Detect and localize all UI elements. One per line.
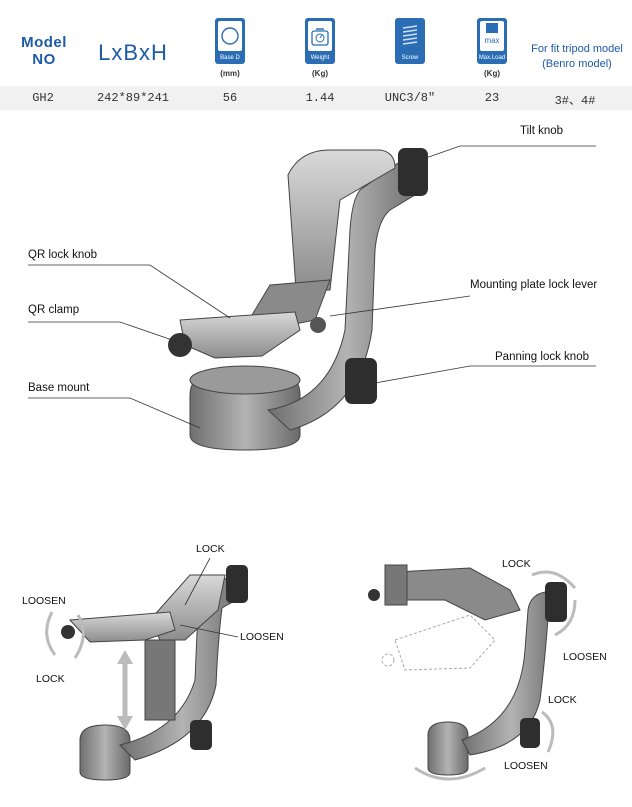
value-max-load: 23: [484, 91, 500, 105]
base-diameter-icon: Base D: [215, 18, 245, 64]
right-loosen-bottom: LOOSEN: [504, 760, 548, 772]
base-d-header: Base D (mm): [200, 18, 260, 78]
label-qr-lock-knob: QR lock knob: [28, 249, 98, 261]
weight-scale-icon: Weight: [305, 18, 335, 64]
fit-line2: (Benro model): [542, 58, 612, 70]
value-model: GH2: [32, 91, 54, 105]
mounting-lever-icon: [310, 317, 326, 333]
left-tilt-knob-icon: [226, 565, 248, 603]
maxload-unit: (Kg): [484, 69, 500, 78]
left-pan-knob-icon: [190, 720, 212, 750]
right-loosen-mid: LOOSEN: [563, 651, 607, 663]
tripod-fit-header: For fit tripod model (Benro model): [522, 42, 632, 72]
screw-caption: Screw: [401, 55, 419, 61]
left-lock-top: LOCK: [196, 543, 225, 555]
max-load-icon: max Max.Load: [477, 18, 507, 64]
left-lock-left: LOCK: [36, 673, 65, 685]
left-operation-diagram: [45, 557, 248, 781]
label-base-mount: Base mount: [28, 382, 90, 394]
value-weight: 1.44: [305, 91, 335, 105]
maxload-header: max Max.Load (Kg): [462, 18, 522, 78]
left-loosen-left: LOOSEN: [22, 595, 66, 607]
right-tilt-knob-icon: [545, 582, 567, 622]
value-tripod-fit: 3#、4#: [554, 94, 596, 108]
main-gimbal-head: [168, 148, 428, 451]
qr-lock-knob-icon: [168, 333, 192, 357]
model-no-header: Model NO: [12, 34, 76, 68]
right-pan-knob-icon: [520, 718, 540, 748]
label-tilt-knob: Tilt knob: [520, 125, 564, 137]
value-dimensions: 242*89*241: [96, 91, 169, 105]
right-lock-bottom: LOCK: [548, 694, 577, 706]
screw-thread-icon: Screw: [395, 18, 425, 64]
screw-header: Screw: [380, 18, 440, 64]
right-operation-diagram: [368, 564, 577, 781]
label-mounting-plate-lock-lever: Mounting plate lock lever: [470, 279, 598, 291]
base-d-caption: Base D: [220, 55, 240, 61]
ghost-tilt-outline: [381, 614, 496, 671]
weight-unit: (Kg): [312, 69, 328, 78]
left-loosen-right: LOOSEN: [240, 631, 284, 643]
model-line1: Model: [21, 34, 67, 51]
spec-header: Model NO LxBxH Base D (mm) Weight (Kg) S…: [0, 0, 632, 84]
label-qr-clamp: QR clamp: [28, 304, 80, 316]
panning-knob-icon: [345, 358, 377, 404]
maxload-caption: Max.Load: [478, 55, 506, 61]
weight-caption: Weight: [310, 55, 330, 61]
fit-line1: For fit tripod model: [531, 43, 623, 55]
right-lock-top: LOCK: [502, 558, 531, 570]
value-base-d: 56: [222, 91, 238, 105]
label-panning-lock-knob: Panning lock knob: [495, 351, 589, 363]
base-d-unit: (mm): [220, 69, 240, 78]
weight-header: Weight (Kg): [290, 18, 350, 78]
spec-values-row: GH2 242*89*241 56 1.44 UNC3/8" 23 3#、4#: [0, 86, 632, 110]
dimension-header: LxBxH: [98, 40, 168, 65]
model-line2: NO: [32, 51, 56, 68]
value-screw: UNC3/8": [384, 91, 436, 105]
maxload-top: max: [484, 36, 500, 45]
tilt-knob-icon: [398, 148, 428, 196]
